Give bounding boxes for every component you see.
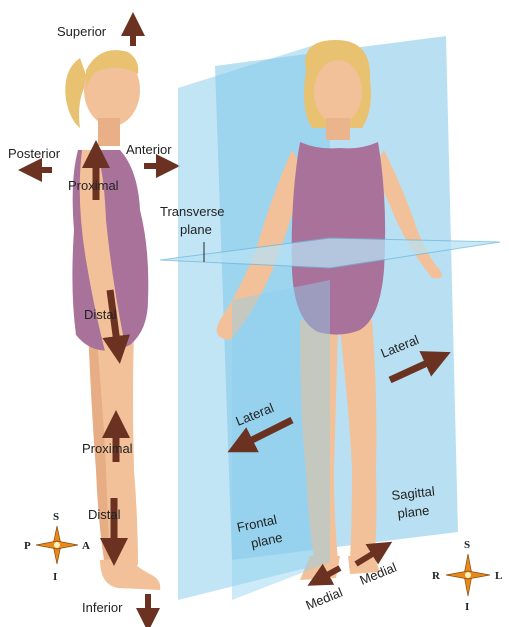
label-distal-upper: Distal <box>84 307 117 322</box>
compass-side-bottom: I <box>53 571 57 583</box>
compass-front-left: R <box>432 570 441 582</box>
compass-front-top: S <box>464 539 470 551</box>
compass-side-top: S <box>53 511 59 523</box>
label-transverse-line1: Transverse <box>160 204 225 219</box>
front-neck <box>326 118 350 140</box>
label-proximal-upper: Proximal <box>68 178 119 193</box>
label-superior: Superior <box>57 24 107 39</box>
label-medial-left: Medial <box>304 584 345 612</box>
foot <box>100 558 160 590</box>
label-anterior: Anterior <box>126 142 172 157</box>
label-posterior: Posterior <box>8 146 61 161</box>
compass-side-left: P <box>24 540 31 552</box>
compass-front-view: S I R L <box>432 539 502 613</box>
label-inferior: Inferior <box>82 600 123 615</box>
front-head <box>314 60 362 124</box>
compass-front-right: L <box>495 570 502 582</box>
label-proximal-lower: Proximal <box>82 441 133 456</box>
compass-side-view: S I P A <box>24 511 90 583</box>
neck <box>98 118 120 146</box>
compass-front-bottom: I <box>465 601 469 613</box>
label-transverse-line2: plane <box>180 222 212 237</box>
label-distal-lower: Distal <box>88 507 121 522</box>
compass-side-right: A <box>82 540 90 552</box>
